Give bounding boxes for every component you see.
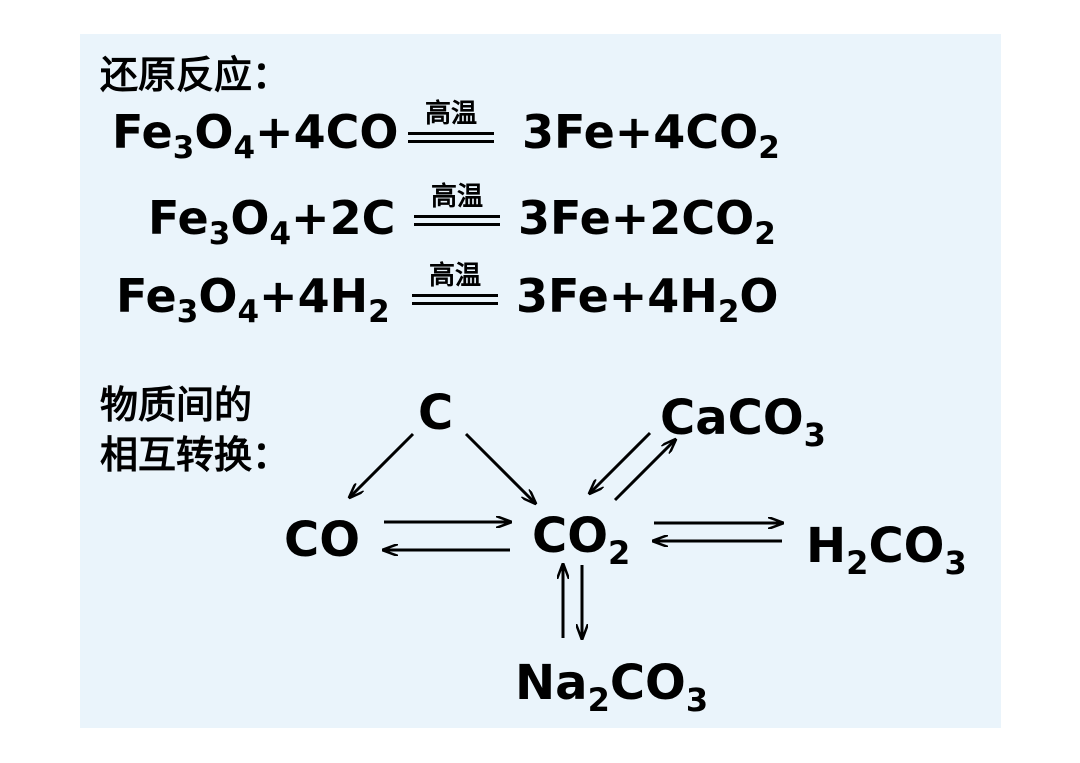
subscript: 3 (172, 130, 195, 166)
subscript: 2 (368, 294, 390, 330)
node-caco3: CaCO3 (660, 390, 826, 451)
node-co2: CO2 (532, 508, 630, 569)
formula-part: Na (515, 655, 588, 711)
reaction-2-equals-line-bottom (414, 223, 500, 226)
formula-part: O (198, 269, 238, 323)
reaction-3-condition-text: 高温 (428, 261, 481, 291)
reaction-2-equals-line-top (414, 215, 500, 218)
reaction-1-equals-line-top (408, 132, 494, 135)
formula-part: CO (868, 518, 945, 574)
formula-part: +4CO (255, 105, 399, 159)
reaction-3-products: 3Fe+4H2O (516, 268, 779, 328)
formula-part: +4H (259, 269, 369, 323)
formula-part: O (194, 105, 234, 159)
reaction-1-equals-line-bottom (408, 140, 494, 143)
subscript: 2 (758, 130, 780, 166)
reaction-3-condition: 高温 (412, 262, 498, 305)
reaction-3-equals-line-bottom (412, 302, 498, 305)
formula-part: +2CO (610, 191, 755, 245)
subscript: 3 (944, 544, 967, 582)
content-panel (80, 34, 1001, 728)
formula-part: CaCO (660, 390, 804, 446)
subscript: 4 (237, 294, 260, 330)
section-heading-reduction: 还原反应： (100, 53, 291, 97)
subscript: 2 (717, 294, 740, 330)
subscript: 2 (754, 216, 776, 252)
node-h2co3: H2CO3 (806, 518, 967, 579)
subscript: 2 (608, 534, 631, 572)
arrow-c-to-co2 (464, 432, 535, 503)
formula-part: O (230, 191, 270, 245)
section-heading-conversion-line2: 相互转换： (100, 433, 291, 477)
formula-part: CO (532, 508, 609, 564)
node-c: C (418, 385, 453, 441)
section-heading-conversion-line1: 物质间的 (100, 383, 253, 427)
formula-part: Fe (116, 269, 177, 323)
formula-part: 3Fe (516, 269, 609, 323)
subscript: 2 (587, 681, 610, 719)
node-co: CO (284, 512, 360, 568)
reaction-3-reactants: Fe3O4+4H2 (116, 268, 390, 328)
formula-part: Fe (148, 191, 209, 245)
formula-part: H (806, 518, 847, 574)
subscript: 3 (208, 216, 231, 252)
formula-part: Fe (112, 105, 173, 159)
reaction-1-condition-text: 高温 (424, 99, 477, 129)
reaction-2-condition: 高温 (414, 183, 500, 226)
formula-part: O (739, 269, 779, 323)
reaction-1-products: 3Fe+4CO2 (522, 104, 780, 164)
formula-part: +4H (608, 269, 718, 323)
arrow-caco3-to-co2 (590, 431, 652, 493)
subscript: 3 (685, 681, 709, 719)
reaction-2-products: 3Fe+2CO2 (518, 190, 776, 250)
reaction-2-condition-text: 高温 (430, 182, 483, 212)
reaction-3-equals-line-top (412, 294, 498, 297)
node-na2co3: Na2CO3 (515, 655, 708, 716)
arrow-c-to-co (350, 432, 415, 497)
subscript: 3 (176, 294, 199, 330)
subscript: 4 (269, 216, 292, 252)
reaction-2-reactants: Fe3O4+2C (148, 190, 396, 250)
reaction-1-condition: 高温 (408, 100, 494, 143)
subscript: 3 (803, 416, 826, 454)
reaction-1-reactants: Fe3O4+4CO (112, 104, 399, 164)
formula-part: CO (284, 512, 361, 568)
subscript: 4 (233, 130, 256, 166)
formula-part: +2C (291, 191, 396, 245)
formula-part: 3Fe (522, 105, 615, 159)
formula-part: CO (609, 655, 686, 711)
formula-part: 3Fe (518, 191, 611, 245)
formula-part: C (418, 385, 454, 441)
subscript: 2 (846, 544, 869, 582)
formula-part: +4CO (614, 105, 759, 159)
arrow-co2-to-caco3 (613, 440, 675, 502)
